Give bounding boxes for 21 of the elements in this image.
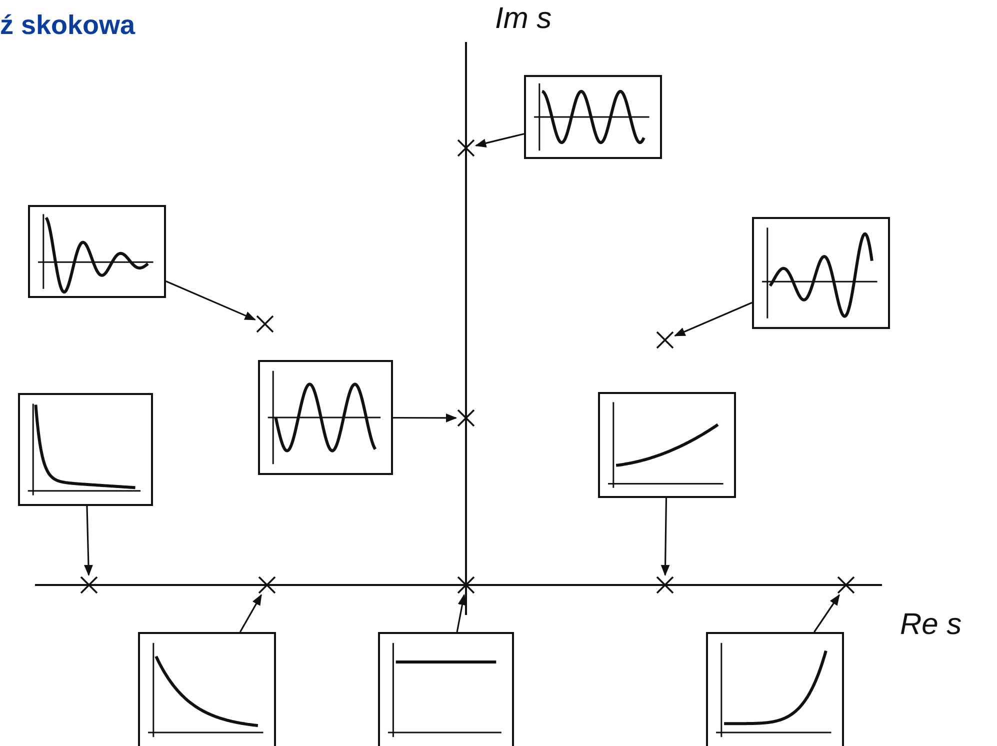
picture	[752, 217, 890, 329]
picture	[378, 632, 514, 746]
picture	[18, 393, 153, 506]
arrow	[660, 498, 670, 576]
picture	[706, 632, 844, 746]
arrow	[674, 302, 752, 336]
arrow	[166, 280, 256, 320]
picture	[524, 75, 662, 159]
arrow	[84, 506, 93, 576]
picture	[138, 632, 276, 746]
axis-label: Re s	[900, 608, 962, 642]
arrow	[474, 133, 524, 148]
arrow	[814, 594, 840, 632]
picture	[28, 205, 166, 298]
arrow	[239, 594, 262, 632]
picture	[598, 392, 736, 498]
arrow	[393, 413, 458, 422]
arrow	[456, 594, 467, 632]
axis-label: Im s	[495, 2, 552, 36]
picture	[258, 360, 393, 475]
title: ź skokowa	[0, 10, 136, 41]
